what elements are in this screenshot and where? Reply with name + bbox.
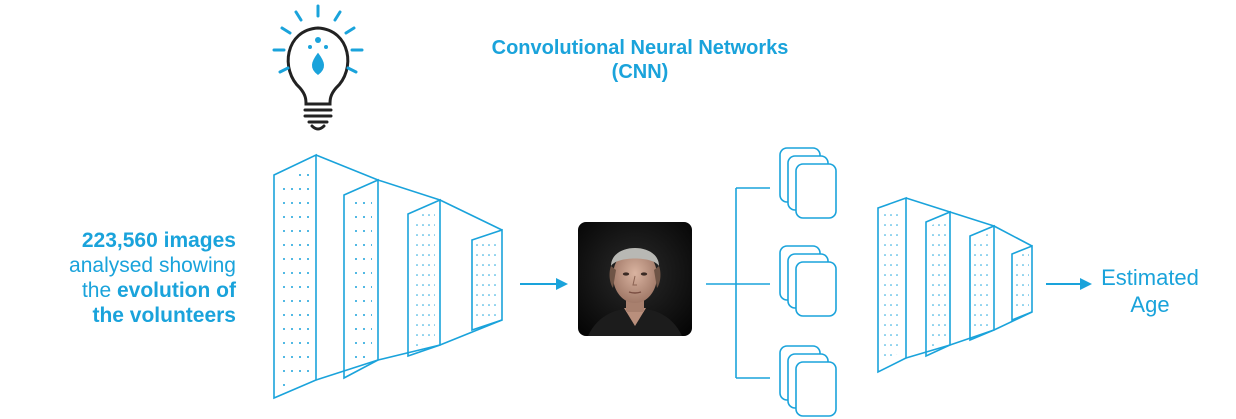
image-count: 223,560 images	[81, 229, 236, 252]
cnn-regressor	[877, 196, 1033, 374]
input-line-3-bold: evolution of	[117, 279, 236, 302]
input-line-2: analysed showing	[69, 254, 236, 277]
output-label: Estimated Age	[1100, 264, 1200, 318]
feature-stack-1	[779, 147, 837, 219]
diagram-title: Convolutional Neural Networks (CNN)	[440, 36, 840, 84]
title-line-2: (CNN)	[611, 61, 669, 83]
output-line-2: Age	[1130, 292, 1170, 317]
feature-stack-2	[779, 245, 837, 317]
output-line-1: Estimated	[1101, 265, 1199, 290]
arrow-to-photo	[520, 278, 568, 290]
arrow-to-output	[1046, 278, 1092, 290]
cnn-encoder	[273, 153, 503, 400]
branch-connector	[706, 187, 770, 379]
portrait-photo	[578, 222, 692, 336]
input-line-4-bold: the volunteers	[92, 304, 236, 327]
lightbulb-icon	[272, 4, 364, 131]
input-description: 223,560 images analysed showing the evol…	[0, 228, 236, 328]
title-line-1: Convolutional Neural Networks	[491, 37, 789, 59]
feature-maps	[779, 147, 837, 417]
input-line-3-prefix: the	[81, 279, 117, 302]
feature-stack-3	[779, 345, 837, 417]
